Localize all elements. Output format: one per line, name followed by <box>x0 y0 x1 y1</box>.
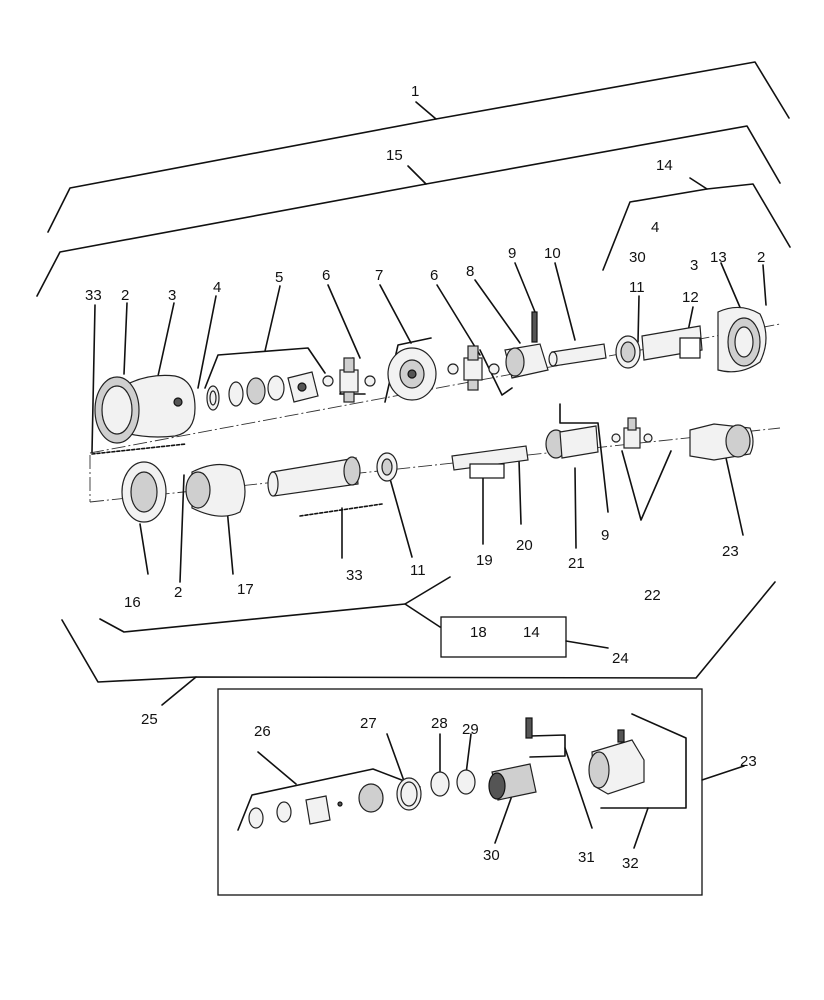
chain-part-33b <box>299 503 383 517</box>
callout-20: 20 <box>516 537 533 554</box>
callout-27: 27 <box>360 715 377 732</box>
cv-body-part-7 <box>387 347 437 401</box>
bracket-32 <box>600 713 687 809</box>
callout-3: 3 <box>168 287 176 304</box>
bracket-15 <box>36 125 781 297</box>
bellows-part-17 <box>185 463 246 517</box>
callout-1: 1 <box>411 83 419 100</box>
box-subassembly <box>217 688 703 896</box>
callout-33: 33 <box>346 567 363 584</box>
chain-part-33a <box>91 443 187 455</box>
callout-17: 17 <box>237 581 254 598</box>
box-18-14 <box>440 616 567 658</box>
callout-10: 10 <box>544 245 561 262</box>
callout-7: 7 <box>375 267 383 284</box>
callout-6: 6 <box>430 267 438 284</box>
callout-23: 23 <box>722 543 739 560</box>
ring-part-11a <box>615 335 641 369</box>
callout-32: 32 <box>622 855 639 872</box>
callout-5: 5 <box>275 269 283 286</box>
callout-30: 30 <box>483 847 500 864</box>
callout-19: 19 <box>476 552 493 569</box>
parts-upper-row <box>94 306 767 444</box>
tube-sleeve-part-12 <box>641 325 703 361</box>
callout-29: 29 <box>462 721 479 738</box>
callout-9: 9 <box>508 245 516 262</box>
callout-14: 14 <box>523 624 540 641</box>
yoke-part-23 <box>689 423 754 461</box>
callout-4: 4 <box>651 219 659 236</box>
callout-26: 26 <box>254 723 271 740</box>
joint-kit-part-5 <box>228 371 319 407</box>
callout-23: 23 <box>740 753 757 770</box>
callout-33: 33 <box>85 287 102 304</box>
callout-31: 31 <box>578 849 595 866</box>
callout-2: 2 <box>174 584 182 601</box>
callout-28: 28 <box>431 715 448 732</box>
callout-18: 18 <box>470 624 487 641</box>
callout-14: 14 <box>656 157 673 174</box>
callout-24: 24 <box>612 650 629 667</box>
callout-4: 4 <box>213 279 221 296</box>
callout-15: 15 <box>386 147 403 164</box>
callout-11: 11 <box>410 562 426 579</box>
yoke-part-21 <box>545 425 599 459</box>
cross-bearing-part-6a <box>322 357 376 403</box>
bracket-lines <box>36 61 791 849</box>
cone-part-16 <box>121 461 167 523</box>
callout-2: 2 <box>757 249 765 266</box>
callout-25: 25 <box>141 711 158 728</box>
ring-part-11b <box>376 452 398 482</box>
bearing-ring-part-4 <box>206 385 220 411</box>
bracket-25 <box>61 581 776 683</box>
callout-3: 3 <box>690 257 698 274</box>
shield-cone-part-3 <box>94 374 196 444</box>
callout-22: 22 <box>644 587 661 604</box>
inner-tube-part-20 <box>451 445 529 479</box>
parts-subassembly <box>248 717 645 829</box>
callout-2: 2 <box>121 287 129 304</box>
callout-12: 12 <box>682 289 699 306</box>
callout-9: 9 <box>601 527 609 544</box>
tube-part-lower <box>267 456 361 497</box>
callout-labels: 1 15 14 4 30 13 2 3 11 12 10 9 8 6 7 6 5… <box>85 83 765 872</box>
callout-6: 6 <box>322 267 330 284</box>
callout-30: 30 <box>629 249 646 266</box>
shield-cone-part-13 <box>717 306 767 373</box>
bracket-lower <box>99 576 451 633</box>
tube-part-10 <box>548 343 607 367</box>
cross-bearing-part-6b <box>447 345 500 391</box>
callout-8: 8 <box>466 263 474 280</box>
yoke-part-8 <box>504 311 549 379</box>
cross-bearing-part-22 <box>611 417 653 449</box>
parts-lower-row <box>91 417 754 523</box>
callout-13: 13 <box>710 249 727 266</box>
callout-16: 16 <box>124 594 141 611</box>
callout-11: 11 <box>629 279 645 296</box>
bracket-26 <box>237 768 421 831</box>
callout-21: 21 <box>568 555 585 572</box>
